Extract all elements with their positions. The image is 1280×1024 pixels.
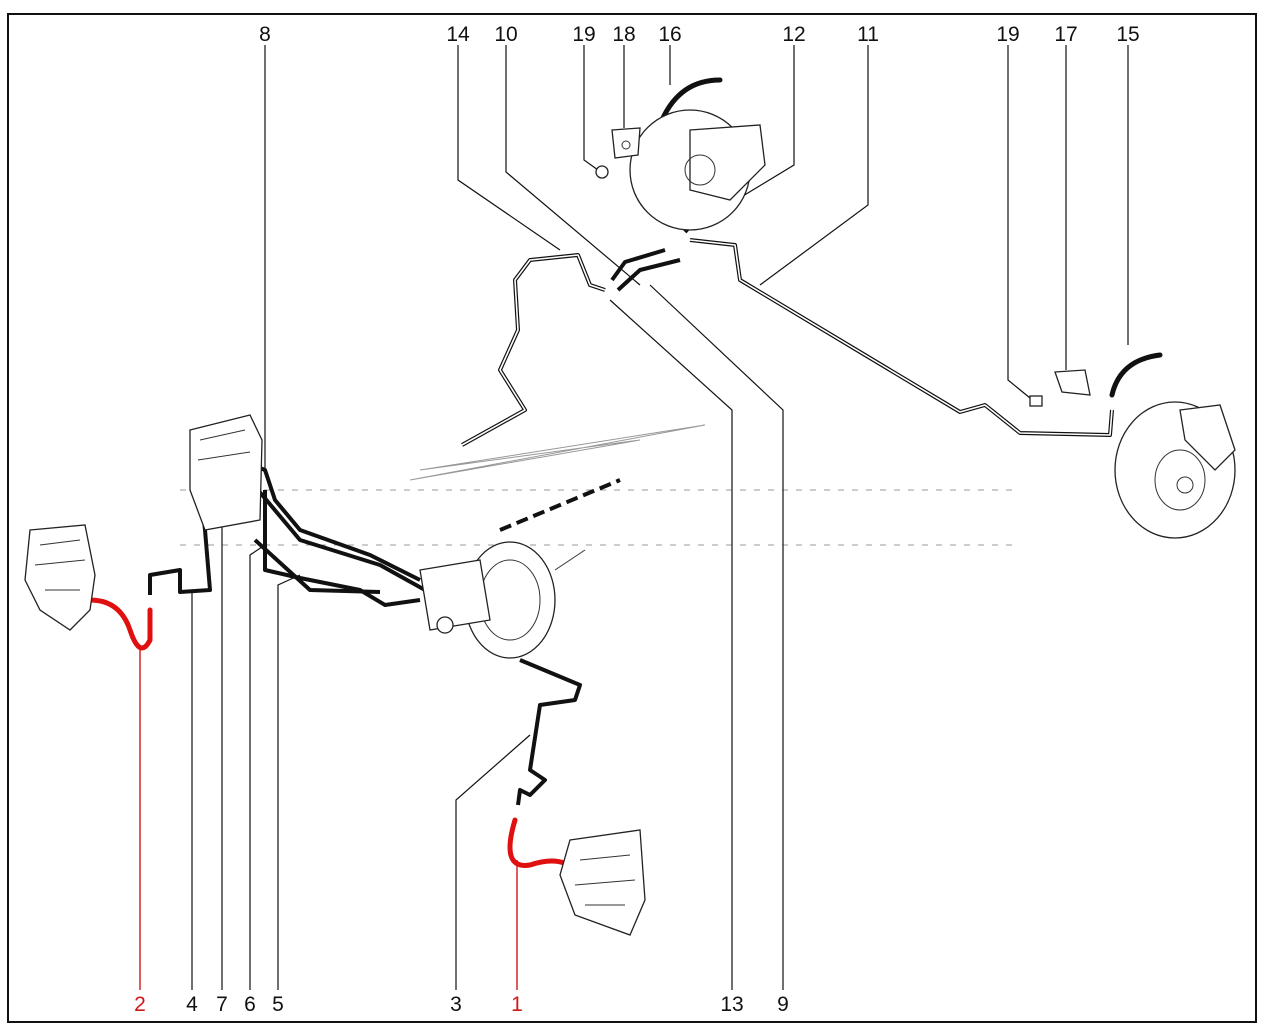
hose-part-16 [659, 77, 723, 123]
hose-part-15 [1109, 352, 1163, 398]
bracket-18 [611, 127, 641, 159]
callout-3: 3 [450, 993, 462, 1016]
hose-part-2 [87, 597, 153, 651]
callout-18: 18 [612, 23, 635, 46]
callout-5: 5 [272, 993, 284, 1016]
callout-9: 9 [777, 993, 789, 1016]
bolt-19-right [1029, 395, 1043, 407]
diagram-frame [7, 13, 1257, 1023]
callout-19-left: 19 [572, 23, 595, 46]
callout-14: 14 [446, 23, 470, 46]
bottom-callout-labels: 2 4 7 6 5 3 1 13 9 [134, 993, 789, 1016]
callout-12: 12 [782, 23, 805, 46]
leader-lines [139, 45, 1129, 990]
bolt-19-left [595, 165, 609, 179]
callout-1: 1 [511, 993, 523, 1016]
brake-pipes [148, 139, 1114, 806]
callout-8: 8 [259, 23, 271, 46]
callout-4: 4 [186, 993, 198, 1016]
brake-booster-master-cylinder [419, 541, 586, 659]
top-callout-labels: 8 14 10 19 18 16 12 11 19 17 15 [259, 23, 1140, 46]
rear-left-drum [629, 109, 766, 231]
callout-15: 15 [1116, 23, 1139, 46]
callout-19-right: 19 [996, 23, 1019, 46]
abs-unit [189, 414, 263, 531]
callout-16: 16 [658, 23, 681, 46]
callout-10: 10 [494, 23, 517, 46]
callout-11: 11 [857, 23, 879, 46]
callout-17: 17 [1054, 23, 1077, 46]
watermark-shape [180, 424, 1020, 546]
callout-2: 2 [134, 993, 146, 1016]
rear-right-disc [1114, 401, 1236, 539]
callout-13: 13 [720, 993, 743, 1016]
bracket-17 [1054, 369, 1091, 396]
callout-6: 6 [244, 993, 256, 1016]
callout-7: 7 [216, 993, 228, 1016]
right-front-caliper [559, 829, 646, 936]
left-front-caliper [24, 524, 96, 631]
